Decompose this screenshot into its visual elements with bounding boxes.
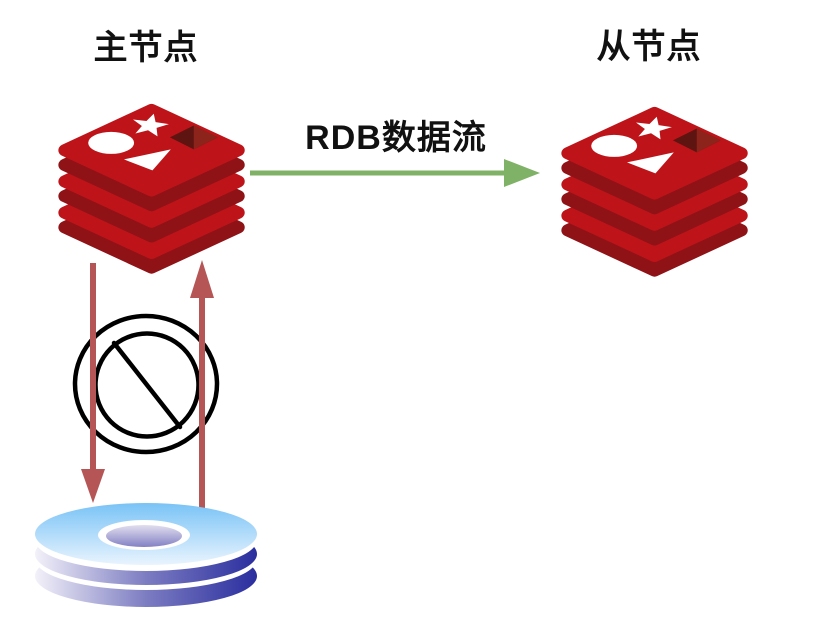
master-redis-database-icon xyxy=(58,103,245,274)
star-icon xyxy=(132,113,169,137)
slave-node-title: 从节点 xyxy=(596,28,702,66)
disk-hub-hole xyxy=(106,525,182,547)
disk-platters xyxy=(35,503,257,607)
triangle-icon xyxy=(124,149,171,171)
circle-icon xyxy=(88,131,135,154)
slave-redis-database-icon xyxy=(561,106,748,277)
diamond-hole-face xyxy=(696,128,721,153)
circle-icon xyxy=(591,134,638,157)
green-right-arrow-icon xyxy=(250,159,540,187)
disk-storage-icon xyxy=(35,503,257,607)
rdb-flow-label: RDB数据流 xyxy=(305,119,487,157)
star-icon xyxy=(635,116,672,140)
red-down-arrow-icon xyxy=(81,263,105,503)
redis-top-decorations xyxy=(591,116,721,174)
master-node-title: 主节点 xyxy=(93,29,199,67)
red-up-arrow-icon xyxy=(190,260,214,508)
triangle-icon xyxy=(627,152,674,174)
diamond-hole-face xyxy=(193,125,218,150)
